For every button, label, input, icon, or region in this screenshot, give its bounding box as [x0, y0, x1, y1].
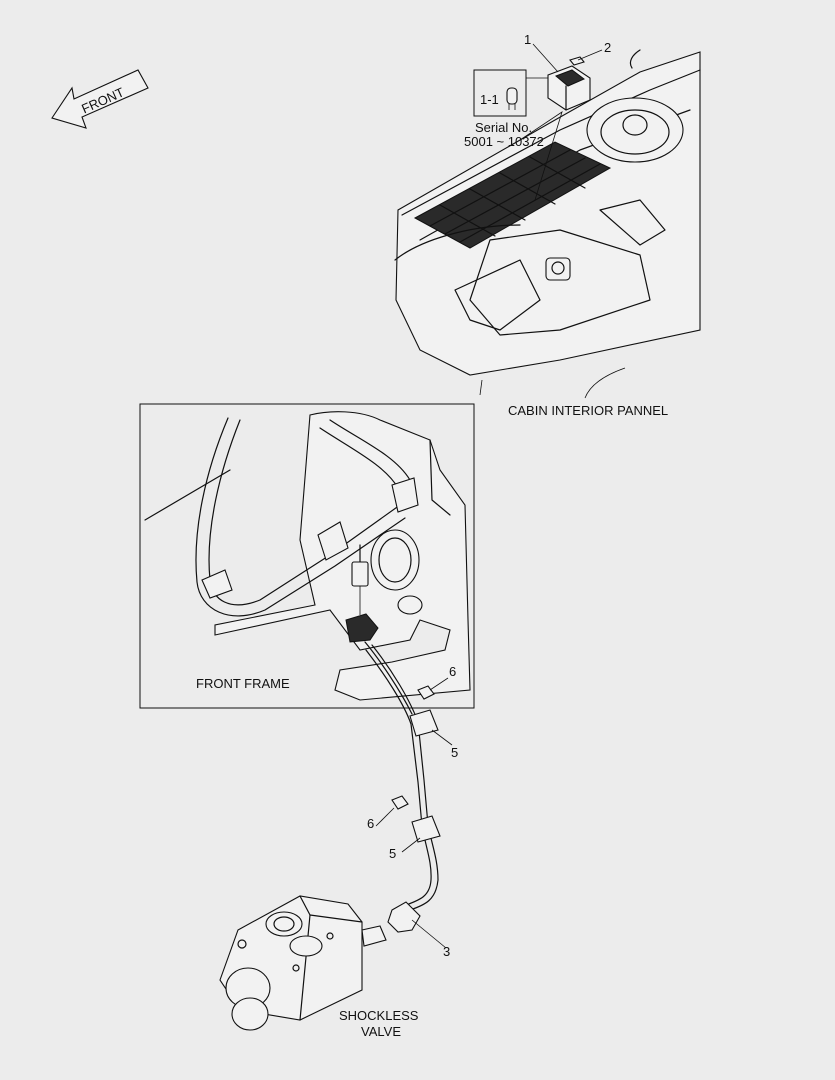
switch-assembly [547, 56, 591, 111]
bulb-icon [506, 87, 518, 105]
cabin-interior-panel [394, 49, 701, 376]
front-direction-arrow: FRONT [51, 69, 149, 129]
callout-part-3: 3 [443, 944, 450, 959]
bolt-upper [417, 685, 435, 700]
vent-grille [413, 141, 612, 249]
front-frame-label: FRONT FRAME [196, 676, 290, 691]
callout-part-2: 2 [604, 40, 611, 55]
callout-part-5-upper: 5 [451, 745, 458, 760]
serial-label: Serial No. [475, 120, 532, 135]
valve-label-line1: SHOCKLESS [339, 1008, 419, 1023]
bulb-detail-box [473, 69, 548, 117]
callout-part-1: 1 [524, 32, 531, 47]
callout-part-6-upper: 6 [449, 664, 456, 679]
serial-range: 5001 ~ 10372 [464, 134, 544, 149]
panel-socket [545, 257, 571, 281]
cup-holder [586, 97, 684, 163]
harness-clamp-upper [409, 709, 439, 737]
harness-clamp-lower [411, 815, 441, 843]
valve-label-line2: VALVE [361, 1024, 401, 1039]
callout-part-6-lower: 6 [367, 816, 374, 831]
bolt-lower [391, 795, 409, 810]
callout-part-5-lower: 5 [389, 846, 396, 861]
wiring-harness [365, 644, 441, 933]
cabin-panel-label: CABIN INTERIOR PANNEL [508, 403, 668, 418]
callout-part-1-1: 1-1 [480, 92, 499, 107]
shockless-valve [219, 895, 387, 1031]
front-frame-structure [144, 411, 471, 715]
connector-part-3 [387, 901, 421, 933]
